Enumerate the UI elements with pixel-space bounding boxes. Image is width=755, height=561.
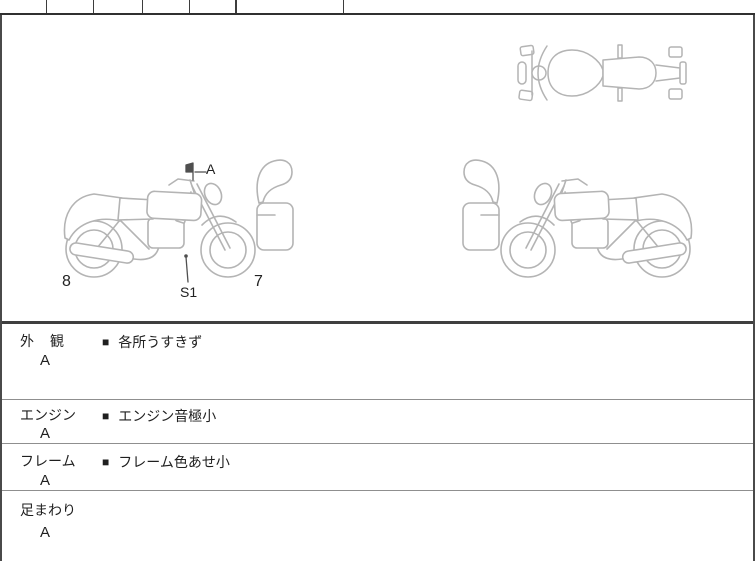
- black-square-bullet-icon: ■: [102, 335, 110, 349]
- inspection-row-exterior: 外 観 A ■ 各所うすきず: [2, 321, 753, 399]
- motorcycle-right-side-sketch: [454, 158, 694, 283]
- s1-part-label: S1: [180, 284, 198, 300]
- header-table-row: [0, 0, 755, 15]
- grade-value: A: [40, 524, 51, 541]
- black-square-bullet-icon: ■: [102, 455, 110, 469]
- number-8-label: 8: [62, 273, 71, 290]
- header-cell: [47, 0, 94, 13]
- grade-value: A: [40, 472, 51, 489]
- category-label: 足まわり: [20, 502, 76, 518]
- comment-text: エンジン音極小: [118, 408, 217, 424]
- sheet-right-border: [753, 0, 755, 561]
- black-square-bullet-icon: ■: [102, 409, 110, 423]
- sheet-left-border: [0, 0, 2, 561]
- s1-leader-line: [184, 254, 189, 283]
- inspection-row-engine: エンジン A ■ エンジン音極小: [2, 399, 753, 443]
- comment-line: ■ フレーム色あせ小: [102, 452, 230, 472]
- grade-value: A: [40, 352, 51, 369]
- motorcycle-top-view-sketch: [517, 40, 697, 106]
- header-cell: [0, 0, 47, 13]
- header-cell: [94, 0, 143, 13]
- grade-value: A: [40, 425, 51, 442]
- category-label: 外 観: [20, 333, 65, 349]
- vehicle-diagram-area: A S1 8 7: [2, 15, 753, 321]
- comment-line: ■ エンジン音極小: [102, 406, 216, 426]
- comment-line: ■ 各所うすきず: [102, 332, 202, 352]
- point-a-label: A: [206, 161, 216, 177]
- category-label: エンジン: [20, 407, 76, 423]
- comment-text: 各所うすきず: [118, 334, 203, 350]
- inspection-row-frame: フレーム A ■ フレーム色あせ小: [2, 443, 753, 490]
- comment-text: フレーム色あせ小: [118, 454, 230, 470]
- motorcycle-left-side-sketch: [62, 158, 302, 283]
- inspection-row-undercarriage: 足まわり A: [2, 490, 753, 561]
- number-7-label: 7: [254, 273, 263, 290]
- flag-marker-icon: [185, 162, 194, 181]
- header-cell: [237, 0, 344, 13]
- header-cell: [344, 0, 755, 13]
- category-label: フレーム: [20, 453, 76, 469]
- header-cell: [190, 0, 237, 13]
- header-cell: [143, 0, 190, 13]
